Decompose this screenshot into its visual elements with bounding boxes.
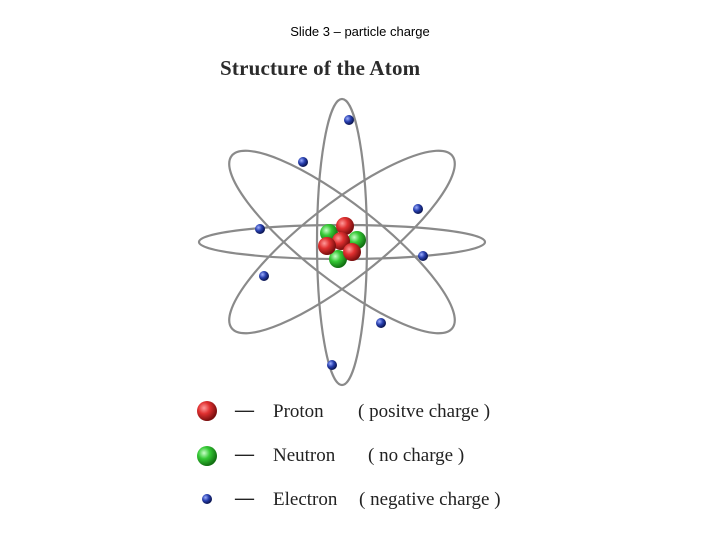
legend-description-electron: ( negative charge )	[359, 489, 501, 511]
legend-label-electron: Electron	[273, 489, 337, 511]
legend-dash: —	[235, 488, 254, 510]
legend-row-electron: — Electron ( negative charge )	[195, 486, 535, 516]
legend-row-neutron: — Neutron ( no charge )	[195, 442, 535, 472]
electron-particle	[376, 318, 386, 328]
electron-particle	[255, 224, 265, 234]
proton-particle	[343, 243, 361, 261]
legend-dash: —	[235, 444, 254, 466]
proton-particle	[318, 237, 336, 255]
legend-row-proton: — Proton ( positve charge )	[195, 398, 535, 428]
electron-particle	[413, 204, 423, 214]
legend-description-neutron: ( no charge )	[368, 445, 464, 467]
neutron-swatch-icon	[195, 442, 221, 468]
electron-particle	[259, 271, 269, 281]
legend-dash: —	[235, 400, 254, 422]
legend-label-proton: Proton	[273, 401, 324, 423]
electron-swatch-icon	[195, 486, 221, 512]
electron-particle	[344, 115, 354, 125]
electron-particle	[298, 157, 308, 167]
legend-label-neutron: Neutron	[273, 445, 335, 467]
proton-swatch-icon	[195, 398, 221, 424]
legend-description-proton: ( positve charge )	[358, 401, 490, 423]
electron-particle	[418, 251, 428, 261]
electron-particle	[327, 360, 337, 370]
